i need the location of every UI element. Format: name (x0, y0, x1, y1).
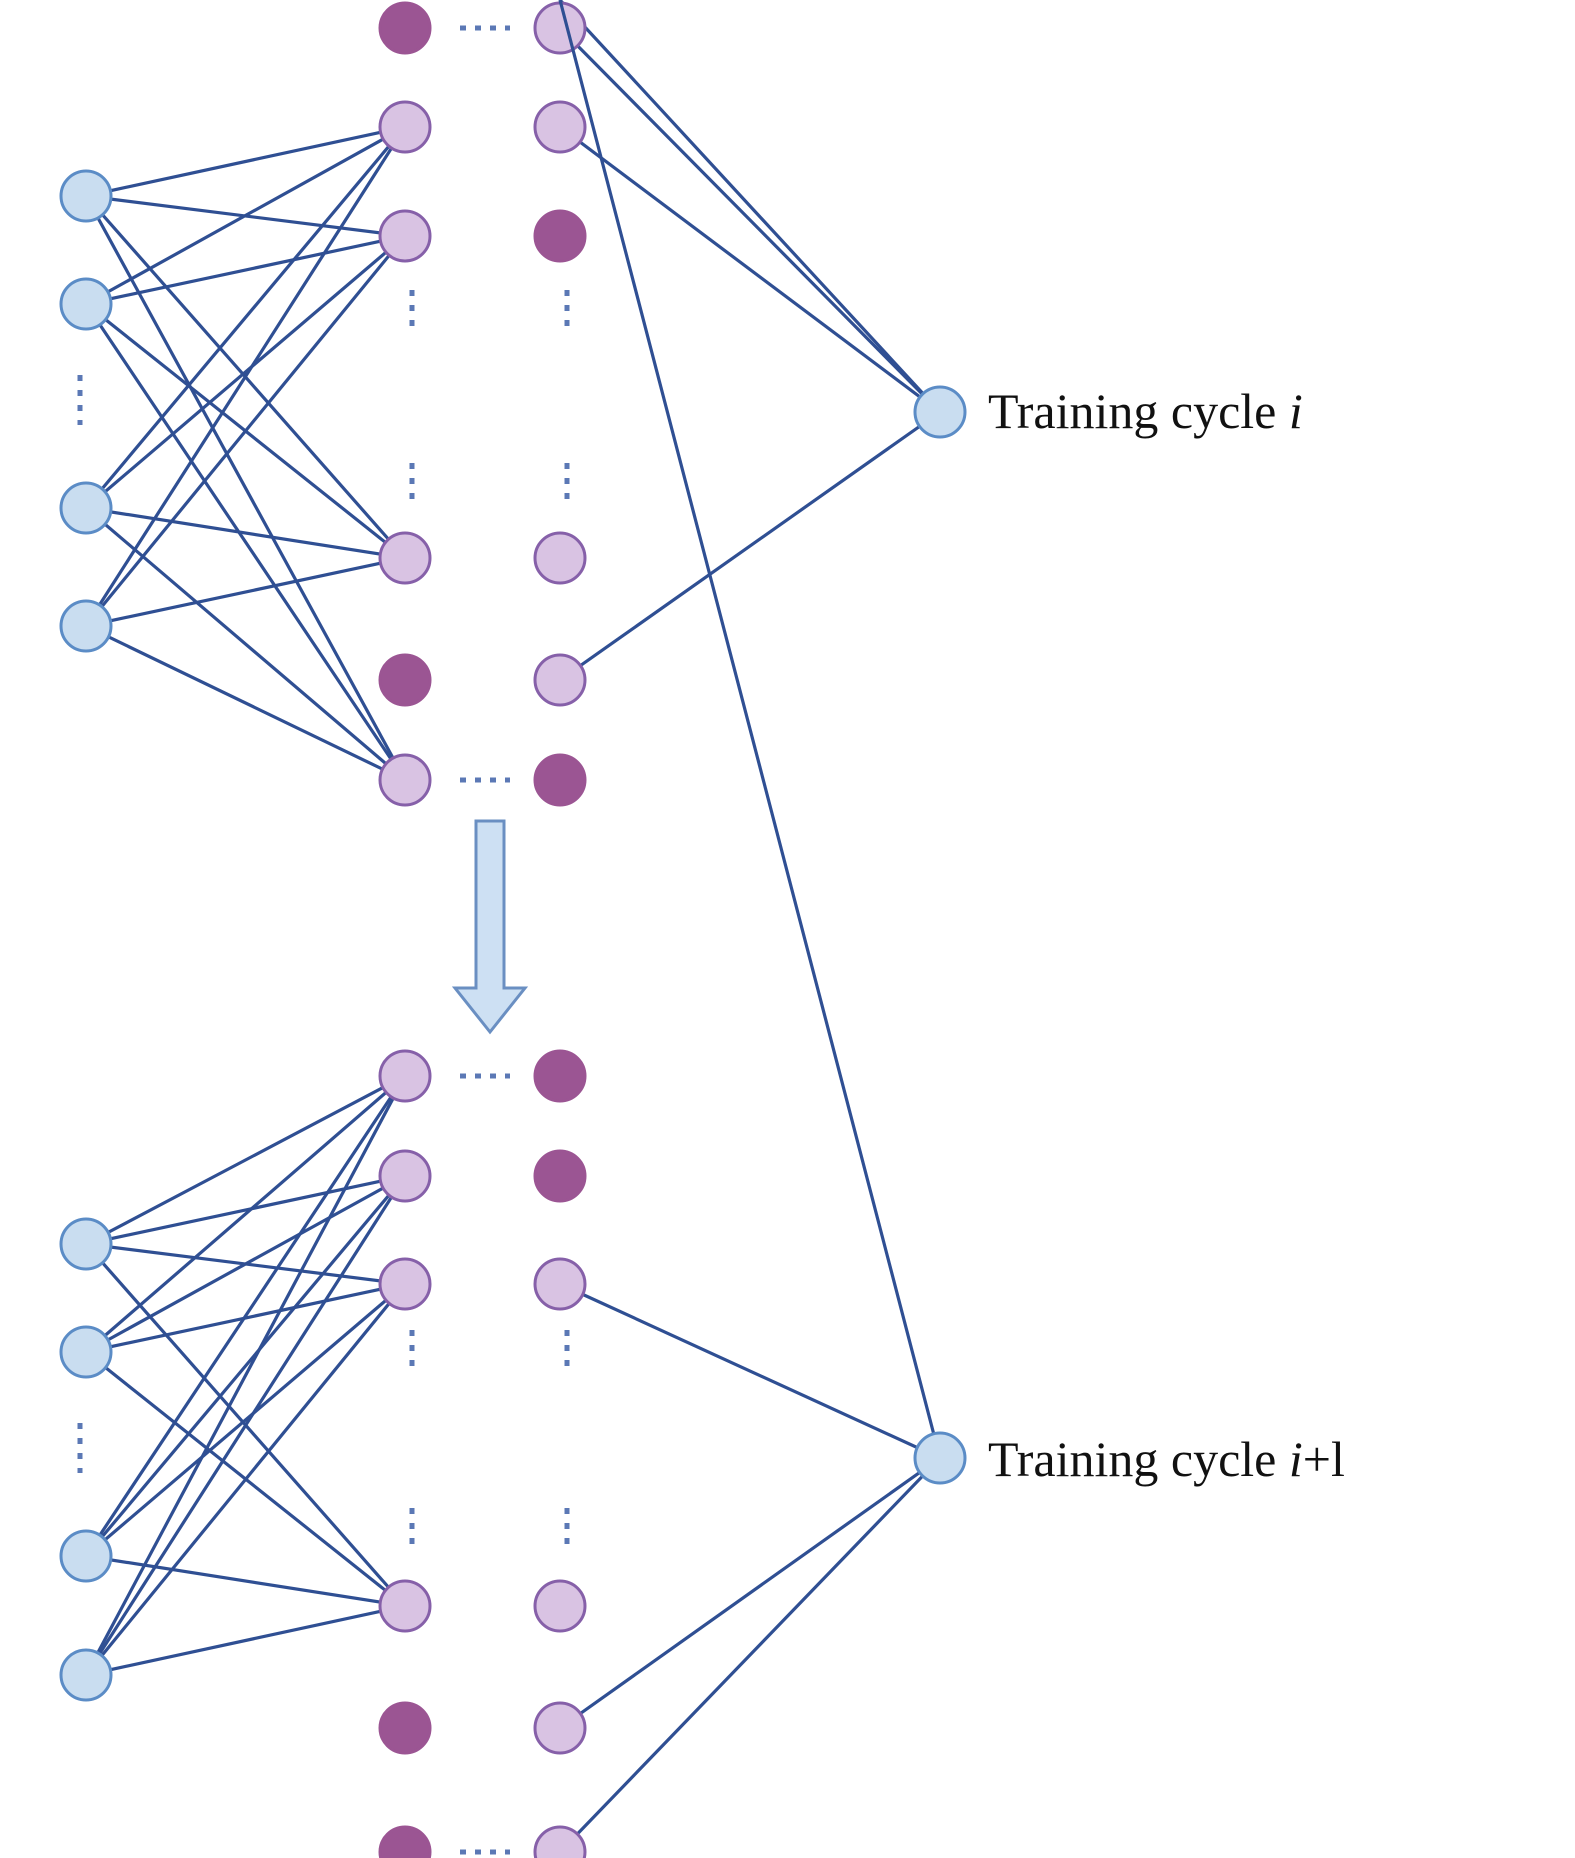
label-training-cycle-i-plus-1: Training cycle i+l (988, 1431, 1345, 1487)
edge-hidden-output (559, 1282, 941, 1460)
hidden-neuron (533, 100, 587, 154)
edge-input-hidden (84, 1075, 407, 1557)
edge-input-hidden (85, 125, 406, 198)
output-neuron (913, 385, 967, 439)
edge-input-hidden (85, 1174, 406, 1246)
hidden-neuron (533, 1825, 587, 1858)
label-italic: i (1289, 383, 1303, 439)
input-neuron (59, 599, 113, 653)
input-neuron (59, 1325, 113, 1379)
hidden-neuron (533, 1, 587, 55)
dropped-neuron (533, 1149, 587, 1203)
transition-arrow (451, 819, 529, 1035)
edge-hidden-output (559, 125, 941, 414)
edge-input-hidden (84, 1074, 407, 1354)
edge-input-hidden (85, 506, 406, 560)
hidden-neuron (533, 1701, 587, 1755)
label-training-cycle-i: Training cycle i (988, 383, 1303, 439)
edge-input-hidden (85, 1554, 406, 1608)
hidden-neuron (378, 209, 432, 263)
edge-input-hidden (84, 1282, 407, 1677)
edge-input-hidden (85, 624, 406, 782)
hidden-neuron (533, 653, 587, 707)
edge-input-hidden (84, 126, 407, 627)
label-italic: i (1289, 1431, 1303, 1487)
input-neuron (59, 277, 113, 331)
hidden-neuron (378, 1149, 432, 1203)
edge-input-hidden (84, 1282, 407, 1558)
edge-hidden-output (558, 1456, 942, 1854)
input-neuron (59, 1217, 113, 1271)
dropped-neuron (378, 1825, 432, 1858)
dropped-neuron (533, 209, 587, 263)
panel-training-cycle-i-plus-1 (59, 0, 967, 1858)
edge-hidden-output (558, 0, 942, 1459)
edge-input-hidden (85, 125, 406, 306)
hidden-neuron (533, 531, 587, 585)
input-neuron (59, 1648, 113, 1702)
hidden-neuron (378, 1579, 432, 1633)
edge-input-hidden (85, 1074, 406, 1246)
edge-input-hidden (84, 1075, 407, 1676)
dropped-neuron (378, 1701, 432, 1755)
input-neuron (59, 1529, 113, 1583)
panel-training-cycle-i (59, 0, 967, 807)
edge-input-hidden (84, 125, 407, 510)
edge-hidden-output (558, 0, 942, 414)
label-suffix: +l (1303, 1431, 1345, 1487)
input-neuron (59, 169, 113, 223)
edge-input-hidden (85, 1174, 406, 1354)
hidden-neuron (378, 531, 432, 585)
edge-input-hidden (84, 1174, 407, 1558)
edge-input-hidden (84, 195, 407, 781)
edge-hidden-output (559, 1456, 941, 1730)
hidden-neuron (378, 100, 432, 154)
edge-input-hidden (84, 506, 407, 782)
hidden-neuron (378, 753, 432, 807)
edge-input-hidden (84, 234, 407, 628)
label-prefix: Training cycle (988, 383, 1289, 439)
hidden-neuron (378, 1049, 432, 1103)
edge-hidden-output (558, 26, 942, 414)
edge-input-hidden (85, 556, 406, 628)
hidden-neuron (533, 1257, 587, 1311)
edge-input-hidden (85, 234, 406, 306)
input-neuron (59, 481, 113, 535)
edge-input-hidden (84, 234, 407, 510)
dropped-neuron (378, 653, 432, 707)
edge-hidden-output (559, 410, 941, 682)
dropped-neuron (533, 1049, 587, 1103)
hidden-neuron (378, 1257, 432, 1311)
label-prefix: Training cycle (988, 1431, 1289, 1487)
edge-input-hidden (84, 1175, 407, 1676)
dropped-neuron (378, 1, 432, 55)
hidden-neuron (533, 1579, 587, 1633)
edge-input-hidden (84, 303, 407, 781)
output-neuron (913, 1431, 967, 1485)
edge-input-hidden (85, 1604, 406, 1677)
dropped-neuron (533, 753, 587, 807)
